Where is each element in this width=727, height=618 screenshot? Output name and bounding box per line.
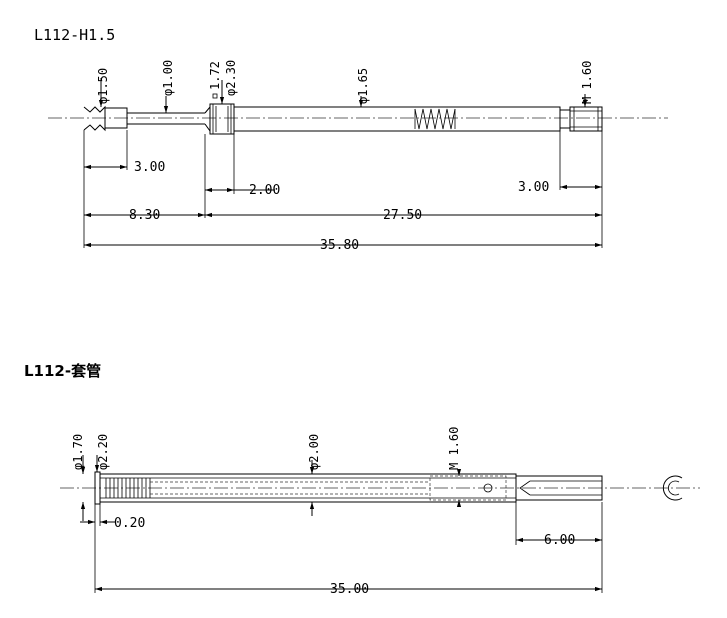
part2-tail-length-label: 6.00 — [544, 533, 575, 548]
part2-dia-inner-label: φ1.70 — [71, 434, 85, 470]
part1-dia-body-label: φ1.65 — [356, 68, 370, 104]
part1-collar-length-label: 2.00 — [249, 183, 280, 198]
part1-title: L112-H1.5 — [34, 26, 115, 44]
part1-probe-drawing — [48, 78, 668, 248]
part2-dia-outer-label: φ2.20 — [96, 434, 110, 470]
part1-thread-length-label: 3.00 — [518, 180, 549, 195]
part1-dia-neck-label: φ1.00 — [161, 60, 175, 96]
part2-total-length-label: 35.00 — [330, 582, 369, 597]
part1-thread-label: M 1.60 — [580, 61, 594, 104]
part1-total-length-label: 35.80 — [320, 238, 359, 253]
part1-tip-length-label: 3.00 — [134, 160, 165, 175]
part2-thread-label: M 1.60 — [447, 427, 461, 470]
part2-flange-length-label: 0.20 — [114, 516, 145, 531]
part1-front-length-label: 8.30 — [129, 208, 160, 223]
part1-body-length-label: 27.50 — [383, 208, 422, 223]
part2-dia-body-label: φ2.00 — [307, 434, 321, 470]
part2-title: L112-套管 — [24, 362, 101, 380]
part2-sleeve-drawing — [60, 455, 700, 593]
part1-collar-big-label: φ2.30 — [224, 60, 238, 96]
part1-dia-tip-label: φ1.50 — [96, 68, 110, 104]
part1-collar-small-label: 1.72 — [208, 61, 222, 90]
